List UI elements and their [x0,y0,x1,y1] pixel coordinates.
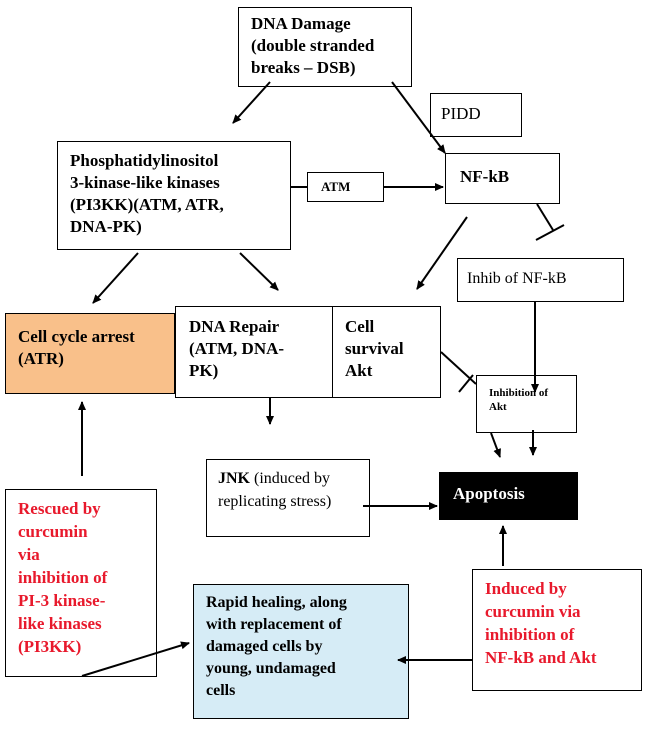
arrow-pi3kk-to-cellcycle [92,252,139,304]
nfkb-label: NF-kB [460,167,510,186]
dna-repair-box [175,306,441,398]
arrow-nfkb-to-survival [416,216,468,290]
dna-damage-box [238,7,412,87]
rapid-healing-label: Rapid healing, along with replacement of… [206,594,347,699]
rescued-label: Rescued by curcumin via inhibition of PI… [18,499,108,656]
dna-repair-label: DNA Repair (ATM, DNA- PK) [189,317,285,380]
apoptosis-label: Apoptosis [453,484,525,503]
atm-label: ATM [321,179,351,194]
jnk-label: JNK (induced by replicating stress) [218,467,331,513]
inhibition-akt-label: Inhibition of Akt [489,387,548,413]
jnk-label-bold: JNK [218,470,250,487]
line-inhib-nfkb [536,203,554,231]
rescued-box [5,489,157,677]
rapid-healing-box [193,584,409,719]
induced-box [472,569,642,691]
dna-damage-label: DNA Damage (double stranded breaks – DSB… [251,14,375,77]
jnk-box [206,459,370,537]
pidd-box [430,93,522,137]
arrow-dna-to-nfkb [391,81,446,154]
inhib-nfkb-label: Inhib of NF-kB [467,270,567,287]
pi3kk-label: Phosphatidylinositol 3-kinase-like kinas… [70,151,224,236]
nfkb-box [445,153,560,204]
cell-cycle-arrest-box [5,313,175,394]
arrow-pi3kk-to-dnarepair [239,252,279,291]
jnk-label-rest: (induced by replicating stress) [218,470,332,510]
pidd-label: PIDD [441,104,481,123]
induced-label: Induced by curcumin via inhibition of NF… [485,579,597,667]
cell-cycle-arrest-label: Cell cycle arrest (ATR) [18,327,135,368]
inhib-nfkb-box [457,258,624,302]
atm-box [307,172,384,202]
bar-inhib-akt [458,374,474,393]
arrow-rescued-to-healing [81,641,190,677]
dna-repair-divider [332,306,333,398]
arrow-dna-to-pi3kk [232,81,271,124]
arrow-inhibakt-to-apoptosis-1 [490,432,501,458]
cell-survival-label: Cell survival Akt [345,317,404,380]
bar-inhib-nfkb [535,224,565,241]
inhibition-akt-box [476,375,577,433]
apoptosis-box [439,472,578,520]
pi3kk-box [57,141,291,250]
